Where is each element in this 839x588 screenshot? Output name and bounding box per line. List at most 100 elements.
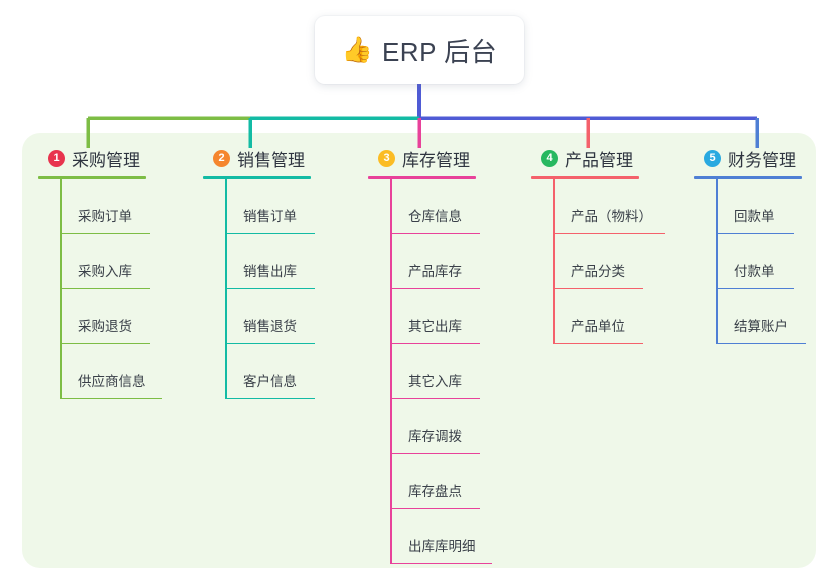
list-item[interactable]: 付款单 [716,234,802,289]
list-item-rule [390,342,480,344]
list-item-label: 采购入库 [78,264,132,279]
column-1[interactable]: 1 采购管理采购订单采购入库采购退货供应商信息 [38,146,162,399]
list-item-label: 销售退货 [243,319,297,334]
list-item-rule [716,232,794,234]
list-item[interactable]: 产品库存 [390,234,480,289]
column-spine-1 [60,179,62,399]
list-item-rule [225,232,315,234]
list-item[interactable]: 供应商信息 [60,344,162,399]
list-item[interactable]: 结算账户 [716,289,806,344]
list-item[interactable]: 仓库信息 [390,179,480,234]
column-4[interactable]: 4 产品管理产品（物料） 产品分类产品单位 [531,146,665,344]
list-item[interactable]: 客户信息 [225,344,315,399]
column-title-4: 产品管理 [565,150,633,170]
list-item-rule [60,287,150,289]
column-item-list-4: 产品（物料） 产品分类产品单位 [553,179,665,344]
list-item[interactable]: 产品分类 [553,234,643,289]
column-header-2[interactable]: 2 销售管理 [203,146,311,170]
list-item-label: 销售订单 [243,209,297,224]
column-title-3: 库存管理 [402,150,470,170]
root-node[interactable]: 👍 ERP 后台 [315,16,524,84]
list-item-label: 产品库存 [408,264,462,279]
list-item-rule [390,287,480,289]
column-2[interactable]: 2 销售管理销售订单销售出库销售退货客户信息 [203,146,315,399]
column-item-list-2: 销售订单销售出库销售退货客户信息 [225,179,315,399]
list-item[interactable]: 销售退货 [225,289,315,344]
list-item[interactable]: 其它入库 [390,344,480,399]
column-header-4[interactable]: 4 产品管理 [531,146,639,170]
list-item-label: 产品单位 [571,319,625,334]
list-item-label: 回款单 [734,209,775,224]
list-item-rule [60,397,162,399]
column-badge-1: 1 [48,149,65,167]
column-header-rule-2 [203,176,311,179]
list-item-label: 结算账户 [734,319,788,334]
column-badge-2: 2 [213,149,230,167]
list-item[interactable]: 采购订单 [60,179,150,234]
list-item-rule [225,397,315,399]
list-item[interactable]: 产品单位 [553,289,643,344]
column-title-1: 采购管理 [72,150,140,170]
column-spine-2 [225,179,227,399]
list-item[interactable]: 库存盘点 [390,454,480,509]
list-item-label: 客户信息 [243,374,297,389]
column-spine-4 [553,179,555,344]
column-header-rule-5 [694,176,802,179]
list-item-rule [390,507,480,509]
column-title-5: 财务管理 [728,150,796,170]
list-item-label: 其它入库 [408,374,462,389]
list-item-rule [716,287,794,289]
list-item-rule [225,342,315,344]
list-item[interactable]: 回款单 [716,179,802,234]
column-spine-3 [390,179,392,564]
diagram-background-panel [22,133,816,568]
list-item-rule [553,342,643,344]
list-item-label: 付款单 [734,264,775,279]
list-item-label: 销售出库 [243,264,297,279]
list-item-label: 采购退货 [78,319,132,334]
list-item[interactable]: 采购退货 [60,289,150,344]
column-title-2: 销售管理 [237,150,305,170]
list-item-label: 仓库信息 [408,209,462,224]
column-header-3[interactable]: 3 库存管理 [368,146,476,170]
list-item-rule [225,287,315,289]
column-badge-3: 3 [378,149,395,167]
list-item-label: 产品分类 [571,264,625,279]
list-item[interactable]: 采购入库 [60,234,150,289]
list-item-rule [553,287,643,289]
list-item[interactable]: 其它出库 [390,289,480,344]
list-item[interactable]: 出库库明细 [390,509,492,564]
list-item-label: 出库库明细 [408,539,476,554]
column-header-5[interactable]: 5 财务管理 [694,146,802,170]
column-header-rule-4 [531,176,639,179]
list-item-label: 采购订单 [78,209,132,224]
column-3[interactable]: 3 库存管理仓库信息产品库存其它出库其它入库库存调拨库存盘点出库库明细 [368,146,492,564]
list-item-rule [390,232,480,234]
list-item-rule [60,342,150,344]
list-item[interactable]: 销售订单 [225,179,315,234]
thumbs-up-icon: 👍 [341,35,373,64]
column-header-rule-3 [368,176,476,179]
list-item-label: 产品（物料） [571,209,652,224]
list-item-rule [390,452,480,454]
list-item-label: 库存调拨 [408,429,462,444]
column-item-list-3: 仓库信息产品库存其它出库其它入库库存调拨库存盘点出库库明细 [390,179,492,564]
column-item-list-5: 回款单付款单结算账户 [716,179,806,344]
root-node-title: ERP 后台 [381,36,498,67]
list-item[interactable]: 产品（物料） [553,179,665,234]
column-header-rule-1 [38,176,146,179]
column-header-1[interactable]: 1 采购管理 [38,146,146,170]
list-item-label: 其它出库 [408,319,462,334]
column-spine-5 [716,179,718,344]
list-item-rule [553,232,665,234]
column-badge-5: 5 [704,149,721,167]
column-item-list-1: 采购订单采购入库采购退货供应商信息 [60,179,162,399]
column-badge-4: 4 [541,149,558,167]
list-item-rule [390,562,492,564]
list-item[interactable]: 库存调拨 [390,399,480,454]
list-item-label: 供应商信息 [78,374,146,389]
list-item[interactable]: 销售出库 [225,234,315,289]
column-5[interactable]: 5 财务管理回款单付款单结算账户 [694,146,806,344]
list-item-label: 库存盘点 [408,484,462,499]
